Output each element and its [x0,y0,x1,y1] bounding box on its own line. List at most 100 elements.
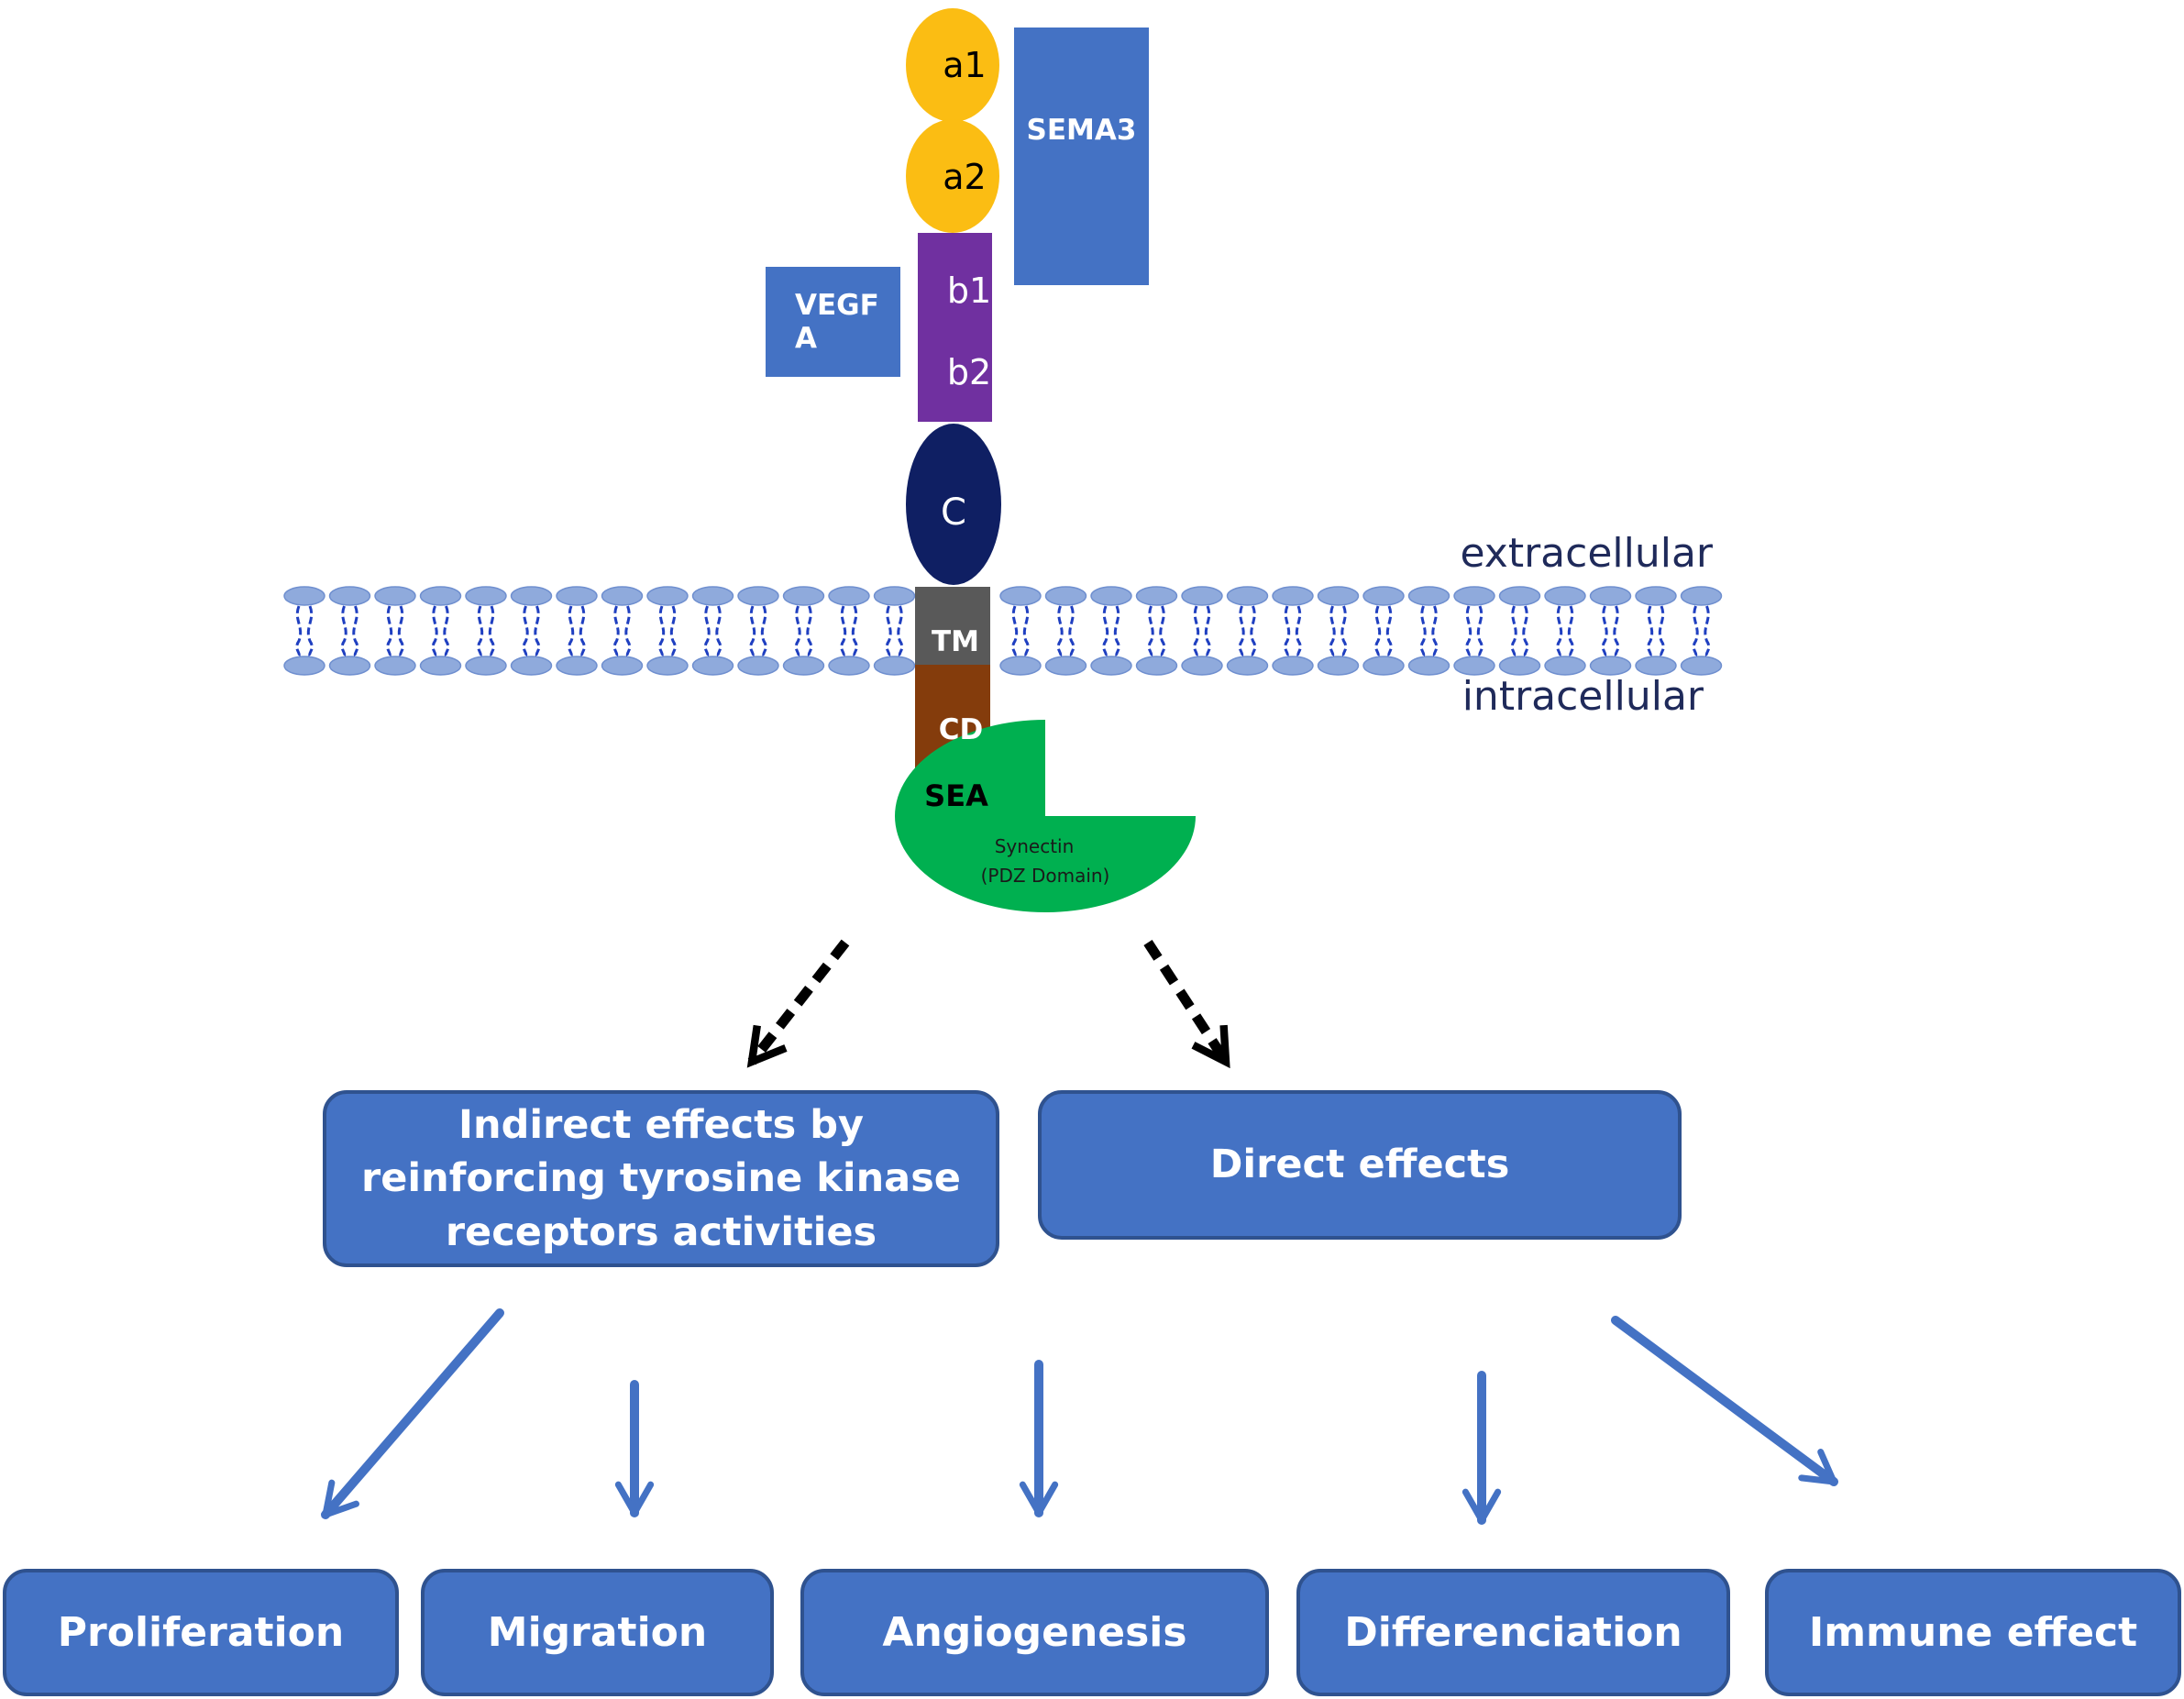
phospholipid [691,586,734,676]
lipid-head [601,586,644,606]
lipid-head [510,656,553,676]
direct-effects-label: Direct effects [1209,1142,1510,1188]
lipid-head [828,656,870,676]
phospholipid [510,586,553,676]
lipid-head [873,586,916,606]
lipid-head [1272,586,1314,606]
lipid-tails [840,605,858,656]
lipid-head [1498,656,1541,676]
pdz-domain-label: (PDZ Domain) [981,865,1110,887]
phospholipid [1362,586,1405,676]
vegfa-label: VEGF A [795,289,879,355]
lipid-head [782,656,825,676]
lipid-tails [568,605,586,656]
migration-label: Migration [487,1608,708,1656]
phospholipid [1317,586,1360,676]
lipid-tails [1193,605,1211,656]
lipid-tails [431,605,450,656]
lipid-head [1044,586,1087,606]
phospholipid [828,586,870,676]
lipid-tails [386,605,404,656]
lipid-head [691,586,734,606]
lipid-head [419,586,462,606]
lipid-head [828,586,870,606]
lipid-tails [1692,605,1711,656]
lipid-head [1680,656,1723,676]
lipid-head [1453,656,1495,676]
lipid-head [374,656,416,676]
lipid-head [1544,656,1586,676]
lipid-head [1589,586,1632,606]
lipid-tails [1647,605,1665,656]
lipid-head [1090,656,1132,676]
membrane-bilayer-right [999,586,1723,676]
domain-b2-label: b2 [947,352,991,392]
domain-a1-shape [906,8,999,122]
dashed-arrow-to-direct [1143,939,1230,1069]
phospholipid [1272,586,1314,676]
lipid-head [1135,586,1178,606]
lipid-head [1044,656,1087,676]
indirect-effects-box: Indirect effects by reinforcing tyrosine… [323,1090,999,1267]
phospholipid [1407,586,1450,676]
lipid-tails [1374,605,1393,656]
lipid-head [782,586,825,606]
lipid-tails [295,605,314,656]
lipid-head [556,586,598,606]
differenciation-label: Differenciation [1344,1608,1682,1656]
phospholipid [328,586,371,676]
lipid-tails [749,605,767,656]
domain-b-shape [918,233,992,422]
sema3-label: SEMA3 [1026,114,1137,147]
lipid-head [1135,656,1178,676]
lipid-head [1181,586,1223,606]
domain-a2-label: a2 [943,157,986,197]
lipid-tails [1556,605,1574,656]
lipid-head [1680,586,1723,606]
domain-tm-shape [915,587,990,665]
phospholipid [1635,586,1677,676]
vegfa-ligand: VEGF A [766,267,900,377]
lipid-head [1090,586,1132,606]
dashed-arrow-to-indirect [746,939,850,1068]
lipid-head [873,656,916,676]
domain-c-shape [906,424,1001,585]
phospholipid [1544,586,1586,676]
sema3-ligand: SEMA3 [1014,28,1149,285]
membrane-bilayer-left [283,586,916,676]
lipid-head [283,656,325,676]
lipid-head [1544,586,1586,606]
domain-a1-label: a1 [943,45,986,85]
lipid-tails [1238,605,1257,656]
lipid-head [419,656,462,676]
lipid-head [1226,656,1269,676]
lipid-tails [1147,605,1166,656]
differenciation-box: Differenciation [1296,1569,1730,1696]
phospholipid [556,586,598,676]
lipid-head [1407,586,1450,606]
domain-cd-label: CD [939,713,983,746]
domain-c-label: C [941,491,966,534]
phospholipid [374,586,416,676]
lipid-tails [1011,605,1030,656]
lipid-head [1317,656,1360,676]
phospholipid [782,586,825,676]
phospholipid [999,586,1042,676]
lipid-tails [1419,605,1439,656]
phospholipid [1044,586,1087,676]
angiogenesis-box: Angiogenesis [800,1569,1269,1696]
lipid-tails [522,605,541,656]
immune-effect-box: Immune effect [1765,1569,2181,1696]
lipid-tails [885,605,904,656]
lipid-head [1407,656,1450,676]
lipid-head [1635,586,1677,606]
lipid-head [1181,656,1223,676]
lipid-head [737,586,779,606]
phospholipid [1589,586,1632,676]
lipid-head [1317,586,1360,606]
lipid-head [999,656,1042,676]
lipid-tails [1601,605,1620,656]
lipid-tails [1510,605,1529,656]
lipid-head [1362,586,1405,606]
